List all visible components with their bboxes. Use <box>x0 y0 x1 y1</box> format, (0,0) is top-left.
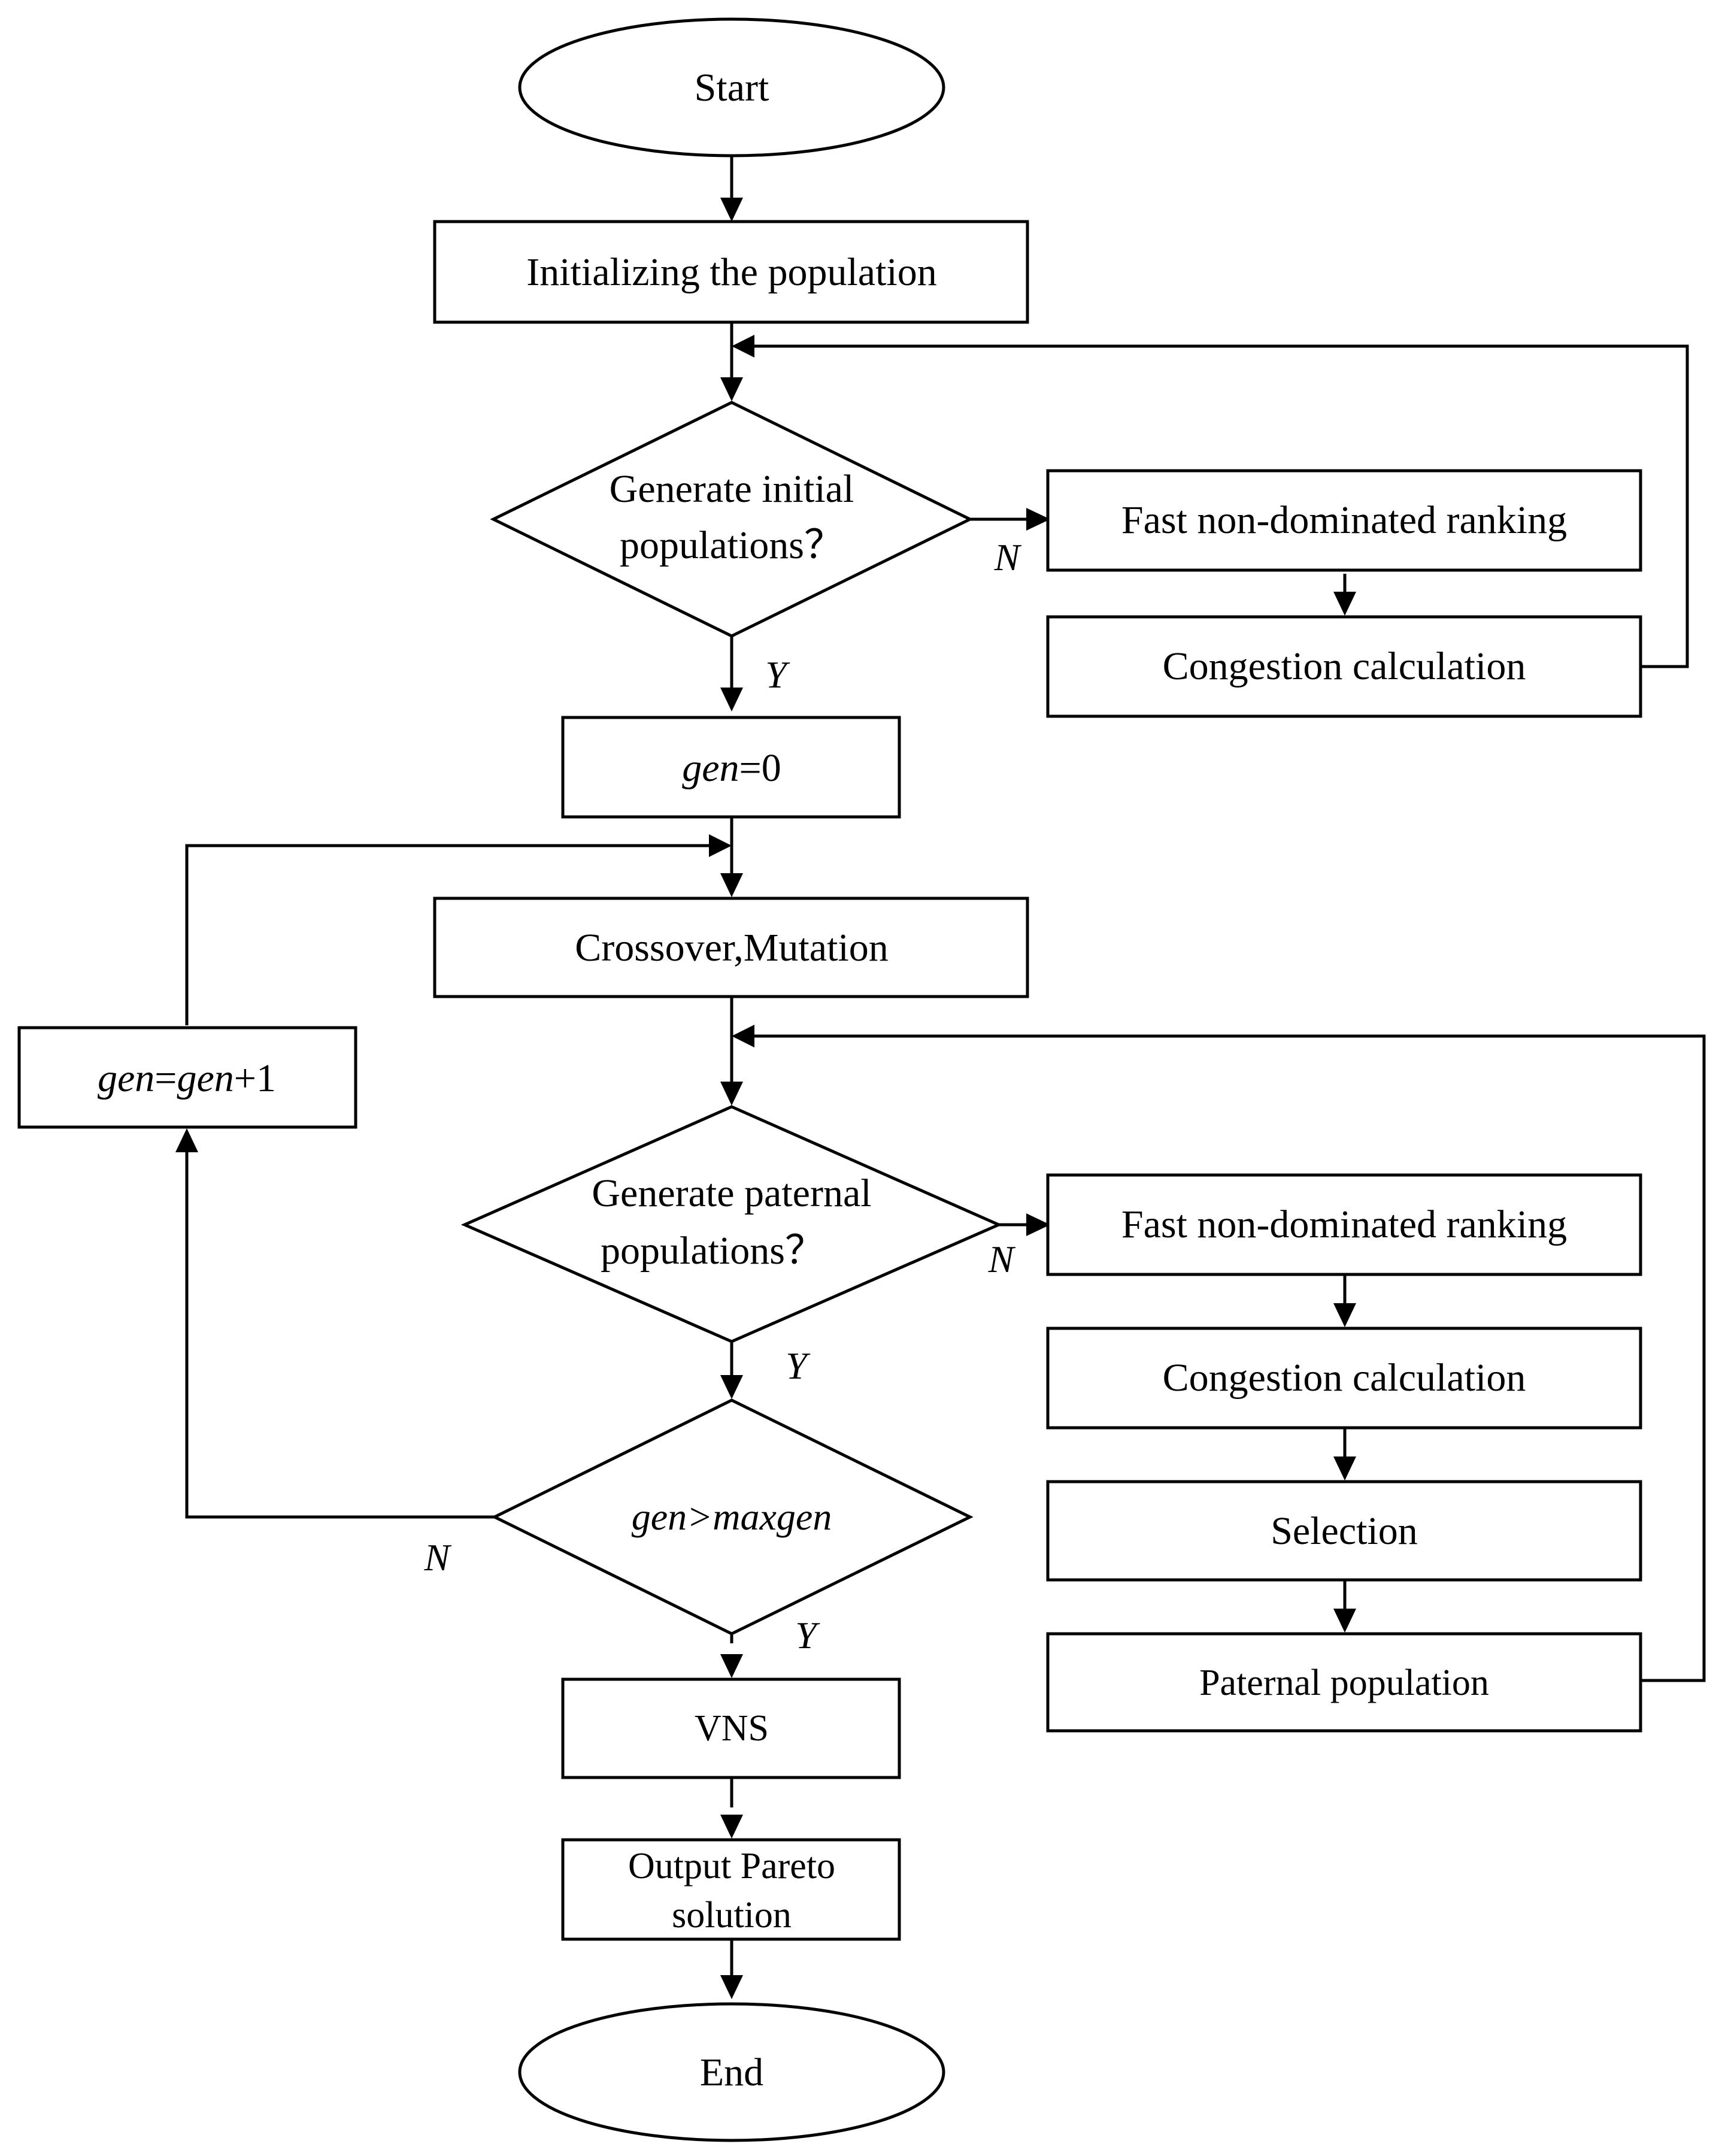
arrow-up-icon <box>175 1128 198 1152</box>
label-maxgen-yes: Y <box>795 1614 820 1657</box>
label-paternal-no: N <box>988 1238 1016 1280</box>
edge-paternalpop-loop <box>750 1034 1706 1682</box>
arrow-down-icon <box>720 1082 743 1106</box>
label-initial-yes: Y <box>765 653 790 696</box>
decision-maxgen: gen>maxgen <box>491 1398 974 1636</box>
arrow-right-icon <box>709 834 732 857</box>
gen-zero-var: gen <box>682 746 739 790</box>
decision-maxgen-label: gen>maxgen <box>632 1495 832 1538</box>
arrow-down-icon <box>720 1815 743 1839</box>
crossover-label: Crossover,Mutation <box>575 926 889 970</box>
gen-increment-process: gen=gen+1 <box>17 1026 357 1129</box>
arrow-down-icon <box>1333 592 1356 616</box>
gen-zero-rest: =0 <box>739 746 781 790</box>
congestion-process-2: Congestion calculation <box>1046 1327 1642 1430</box>
gen-zero-label: gen=0 <box>682 746 781 790</box>
decision-paternal-line2: populations？ <box>601 1229 824 1273</box>
gen-inc-eq: = <box>154 1056 177 1100</box>
arrowheads <box>175 198 1356 1999</box>
arrow-right-icon <box>1026 1213 1050 1236</box>
paternal-population-label: Paternal population <box>1199 1663 1489 1703</box>
output-process: Output Pareto solution <box>561 1838 901 1941</box>
init-process: Initializing the population <box>433 220 1029 324</box>
arrow-down-icon <box>720 688 743 711</box>
end-label: End <box>700 2051 763 2094</box>
label-maxgen-no: N <box>424 1536 452 1579</box>
vns-process: VNS <box>561 1677 901 1779</box>
congestion-label-1: Congestion calculation <box>1163 644 1526 688</box>
arrow-down-icon <box>720 1375 743 1399</box>
gen-zero-process: gen=0 <box>561 716 901 819</box>
decision-paternal: Generate paternal populations？ <box>460 1105 1003 1343</box>
congestion-process-1: Congestion calculation <box>1046 615 1642 718</box>
fast-rank-label-1: Fast non-dominated ranking <box>1121 498 1567 542</box>
arrow-right-icon <box>1026 508 1050 531</box>
crossover-process: Crossover,Mutation <box>433 897 1029 998</box>
start-terminal: Start <box>518 17 945 158</box>
gen-inc-var2: gen <box>177 1056 234 1100</box>
start-label: Start <box>695 66 769 110</box>
decision-paternal-line1: Generate paternal <box>592 1171 871 1215</box>
connectors <box>185 157 1706 1976</box>
gen-increment-label: gen=gen+1 <box>98 1056 276 1100</box>
arrow-down-icon <box>1333 1303 1356 1327</box>
fast-rank-process-2: Fast non-dominated ranking <box>1046 1173 1642 1276</box>
arrow-left-icon <box>732 335 754 358</box>
edge-geninc-loop <box>185 844 714 1025</box>
arrow-left-icon <box>732 1025 754 1047</box>
fast-rank-label-2: Fast non-dominated ranking <box>1121 1203 1567 1246</box>
arrow-down-icon <box>720 873 743 897</box>
fast-rank-process-1: Fast non-dominated ranking <box>1046 469 1642 572</box>
label-initial-no: N <box>994 536 1022 579</box>
congestion-label-2: Congestion calculation <box>1163 1356 1526 1400</box>
decision-initial-line2: populations？ <box>620 523 844 567</box>
edge-congestion1-loop <box>750 344 1689 668</box>
edge-maxgen-no <box>185 1147 495 1519</box>
gen-inc-rest: +1 <box>234 1056 276 1100</box>
arrow-down-icon <box>720 1654 743 1678</box>
selection-label: Selection <box>1271 1509 1418 1553</box>
arrow-down-icon <box>720 377 743 401</box>
end-terminal: End <box>518 2002 945 2142</box>
arrow-down-icon <box>720 1975 743 1999</box>
output-line1: Output Pareto <box>628 1846 835 1886</box>
arrow-down-icon <box>1333 1456 1356 1480</box>
arrow-down-icon <box>720 198 743 222</box>
decision-initial-line1: Generate initial <box>610 467 854 511</box>
paternal-population-process: Paternal population <box>1046 1632 1642 1733</box>
output-line2: solution <box>672 1895 792 1936</box>
arrow-down-icon <box>1333 1609 1356 1633</box>
decision-initial: Generate initial populations？ <box>490 401 974 638</box>
label-paternal-yes: Y <box>786 1345 811 1387</box>
edge-labels: N Y N Y N Y <box>424 536 1022 1657</box>
selection-process: Selection <box>1046 1480 1642 1582</box>
init-label: Initializing the population <box>526 250 937 294</box>
vns-label: VNS <box>695 1708 769 1749</box>
gen-inc-var1: gen <box>98 1056 154 1100</box>
